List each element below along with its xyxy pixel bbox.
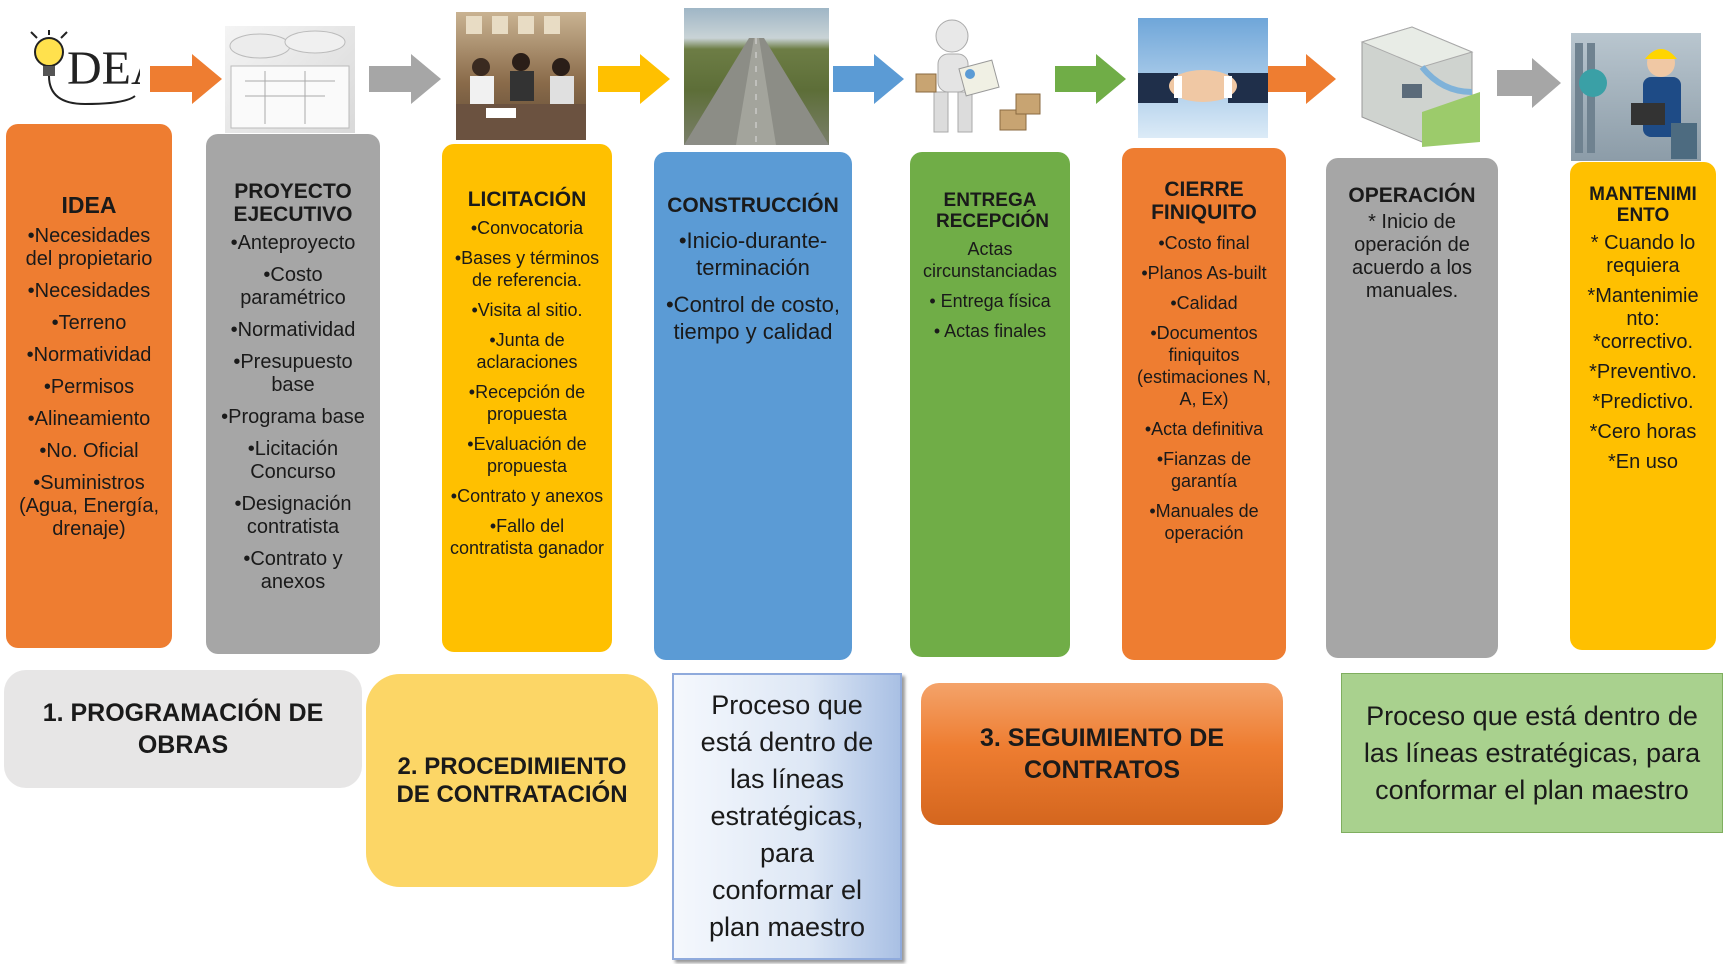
- list-item: •Necesidades del propietario: [25, 225, 153, 270]
- list-item: •Convocatoria: [470, 218, 584, 238]
- arrow-orange-1: [150, 54, 222, 104]
- list-item: •No. Oficial: [39, 440, 139, 462]
- column-title: PROYECTO EJECUTIVO: [233, 180, 353, 226]
- column-construccion: CONSTRUCCIÓN •Inicio-durante-terminación…: [654, 152, 852, 660]
- list-item: •Contrato y anexos: [243, 548, 343, 593]
- list-item: *Predictivo.: [1592, 391, 1694, 413]
- list-item: •Normatividad: [26, 344, 152, 366]
- lightbulb-icon: [30, 30, 136, 106]
- arrow-gray-2: [1497, 58, 1561, 108]
- list-item: •Fallo del contratista ganador: [449, 516, 605, 558]
- phase-procedimiento: 2. PROCEDIMIENTO DE CONTRATACIÓN: [366, 674, 658, 887]
- column-title: IDEA: [61, 192, 117, 218]
- list-item: •Suministros (Agua, Energía, drenaje): [18, 472, 160, 540]
- blueprint-image: [225, 26, 355, 133]
- list-item: •Alineamiento: [27, 408, 151, 430]
- list-item: •Calidad: [1170, 293, 1238, 313]
- arrow-orange-2: [1268, 54, 1336, 104]
- list-item: •Designación contratista: [234, 493, 352, 538]
- column-cierre-finiquito: CIERRE FINIQUITO •Costo final •Planos As…: [1122, 148, 1286, 660]
- column-title: MANTENIMI ENTO: [1589, 184, 1697, 226]
- idea-logo: DEA: [25, 30, 140, 110]
- list-item: •Costo final: [1158, 233, 1250, 253]
- column-title: CIERRE FINIQUITO: [1151, 178, 1257, 224]
- list-item: •Fianzas de garantía: [1156, 449, 1252, 491]
- column-title: OPERACIÓN: [1348, 184, 1476, 207]
- phase-programacion: 1. PROGRAMACIÓN DE OBRAS: [4, 670, 362, 788]
- list-item: • Actas finales: [933, 321, 1047, 341]
- list-item: •Planos As-built: [1141, 263, 1267, 283]
- list-item: •Contrato y anexos: [450, 486, 604, 506]
- list-item: •Licitación Concurso: [247, 438, 339, 483]
- robot-delivery-image: [912, 14, 1047, 144]
- list-item: •Evaluación de propuesta: [467, 434, 587, 476]
- column-mantenimiento: MANTENIMI ENTO * Cuando lo requiera *Man…: [1570, 162, 1716, 650]
- list-item: •Anteproyecto: [230, 232, 356, 254]
- list-item: *Mantenimie nto: *correctivo.: [1587, 285, 1699, 353]
- column-title: ENTREGA RECEPCIÓN: [936, 190, 1049, 232]
- water-plant-illustration: [1352, 22, 1480, 147]
- list-item: •Inicio-durante-terminación: [678, 228, 828, 280]
- list-item: •Manuales de operación: [1149, 501, 1259, 543]
- road-construction-photo: [684, 8, 829, 145]
- arrow-blue-1: [833, 54, 904, 104]
- list-item: *Preventivo.: [1589, 361, 1697, 383]
- list-item: Actas circunstanciadas: [922, 239, 1058, 281]
- phase-seguimiento: 3. SEGUIMIENTO DE CONTRATOS: [921, 683, 1283, 825]
- list-item: • Entrega física: [929, 291, 1051, 311]
- list-item: * Inicio de operación de acuerdo a los m…: [1351, 211, 1473, 302]
- flow-arrows: [150, 54, 1561, 108]
- meeting-photo: [456, 12, 586, 140]
- column-title: LICITACIÓN: [467, 188, 587, 211]
- list-item: *En uso: [1607, 451, 1679, 473]
- maintenance-worker-photo: [1571, 33, 1701, 161]
- list-item: •Terreno: [51, 312, 127, 334]
- handshake-image: [1138, 18, 1268, 138]
- list-item: * Cuando lo requiera: [1590, 232, 1696, 277]
- note-green: Proceso que está dentro de las líneas es…: [1341, 673, 1723, 833]
- column-idea: IDEA •Necesidades del propietario •Neces…: [6, 124, 172, 648]
- list-item: •Normatividad: [230, 319, 356, 341]
- list-item: •Control de costo, tiempo y calidad: [665, 292, 840, 344]
- list-item: •Bases y términos de referencia.: [454, 248, 600, 290]
- logo-text: DEA: [67, 42, 140, 95]
- list-item: •Documentos finiquitos (estimaciones N, …: [1136, 323, 1272, 409]
- list-item: •Programa base: [221, 406, 365, 428]
- arrow-yellow-1: [598, 54, 670, 104]
- list-item: •Junta de aclaraciones: [476, 330, 578, 372]
- arrow-gray-1: [369, 54, 441, 104]
- list-item: •Visita al sitio.: [471, 300, 583, 320]
- list-item: •Necesidades: [27, 280, 151, 302]
- list-item: •Acta definitiva: [1144, 419, 1264, 439]
- column-title: CONSTRUCCIÓN: [667, 194, 839, 217]
- column-entrega-recepcion: ENTREGA RECEPCIÓN Actas circunstanciadas…: [910, 152, 1070, 657]
- column-operacion: OPERACIÓN * Inicio de operación de acuer…: [1326, 158, 1498, 658]
- note-blue: Proceso que está dentro de las líneas es…: [672, 673, 902, 960]
- column-proyecto-ejecutivo: PROYECTO EJECUTIVO •Anteproyecto •Costo …: [206, 134, 380, 654]
- column-licitacion: LICITACIÓN •Convocatoria •Bases y términ…: [442, 144, 612, 652]
- list-item: •Permisos: [43, 376, 135, 398]
- arrow-green-1: [1055, 54, 1126, 104]
- list-item: •Presupuesto base: [233, 351, 353, 396]
- list-item: •Costo paramétrico: [240, 264, 346, 309]
- list-item: *Cero horas: [1589, 421, 1697, 443]
- list-item: •Recepción de propuesta: [468, 382, 586, 424]
